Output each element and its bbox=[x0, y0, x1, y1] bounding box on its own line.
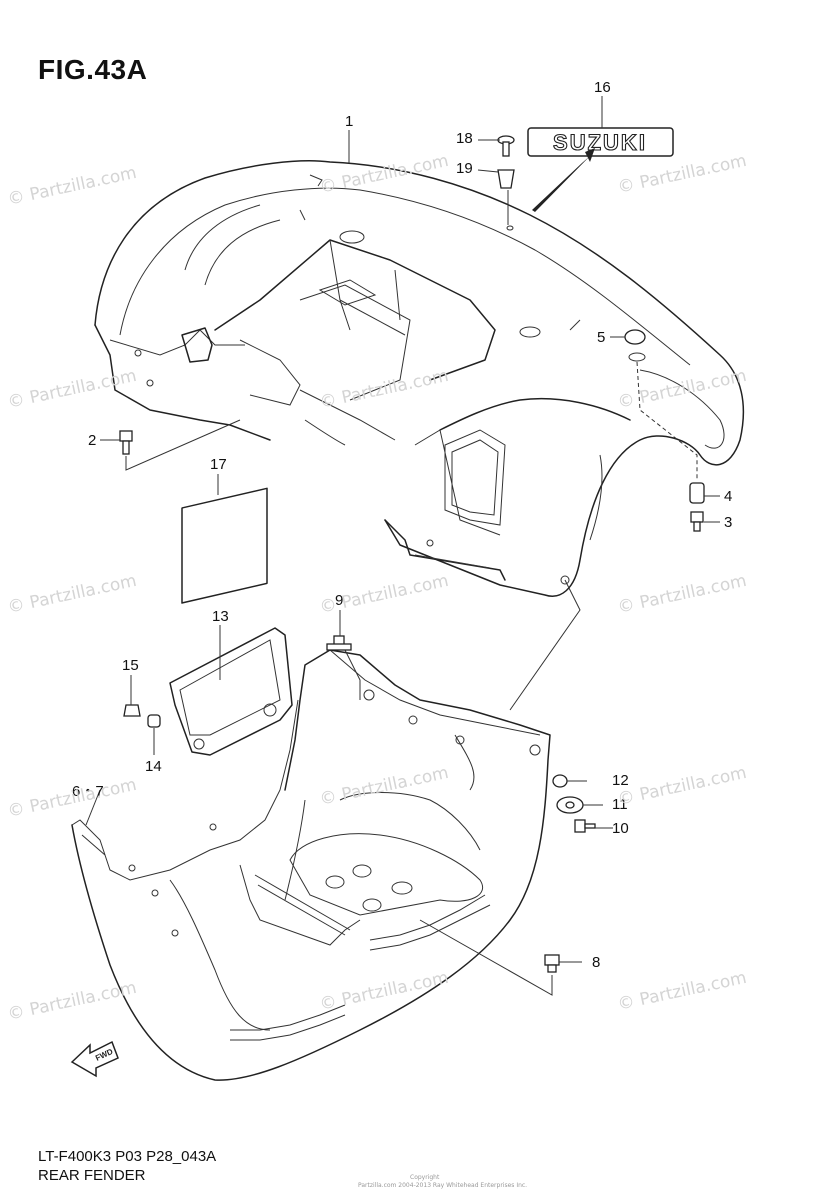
callout-4: 4 bbox=[724, 488, 733, 505]
rear-fender-upper bbox=[94, 160, 745, 597]
bracket-part-13 bbox=[169, 627, 293, 756]
figure-title: FIG.43A bbox=[38, 54, 148, 85]
callout-9: 9 bbox=[335, 592, 344, 609]
callout-17: 17 bbox=[210, 456, 227, 473]
copyright-line-1: Copyright bbox=[410, 1174, 440, 1181]
callout-5: 5 bbox=[597, 329, 606, 346]
callout-19: 19 bbox=[456, 160, 473, 177]
suzuki-emblem-frame bbox=[527, 127, 674, 157]
callout-12: 12 bbox=[612, 772, 629, 789]
callout-14: 14 bbox=[145, 758, 162, 775]
figure-caption: REAR FENDER bbox=[38, 1167, 146, 1184]
callout-16: 16 bbox=[594, 79, 611, 96]
rear-fender-lower bbox=[71, 649, 551, 1081]
callout-8: 8 bbox=[592, 954, 601, 971]
emblem-pointer-arrow bbox=[532, 156, 590, 212]
callout-11: 11 bbox=[612, 796, 628, 813]
fasteners bbox=[119, 135, 705, 973]
callout-3: 3 bbox=[724, 514, 733, 531]
callout-1: 1 bbox=[345, 113, 354, 130]
callout-18: 18 bbox=[456, 130, 473, 147]
emblem-pointer-arrowhead bbox=[585, 148, 595, 162]
model-code: LT-F400K3 P03 P28_043A bbox=[38, 1148, 217, 1165]
suzuki-emblem-text: SUZUKI bbox=[553, 130, 647, 155]
sheet-part-17 bbox=[181, 487, 268, 604]
leader-lines bbox=[85, 96, 720, 996]
callout-10: 10 bbox=[612, 820, 629, 837]
callout-2: 2 bbox=[88, 432, 97, 449]
callout-13: 13 bbox=[212, 608, 229, 625]
callout-6-7: 6・7 bbox=[72, 783, 104, 800]
fwd-arrow: FWD bbox=[70, 1040, 119, 1078]
callout-15: 15 bbox=[122, 657, 139, 674]
copyright-line-2: Partzilla.com 2004-2013 Ray Whitehead En… bbox=[358, 1182, 528, 1189]
